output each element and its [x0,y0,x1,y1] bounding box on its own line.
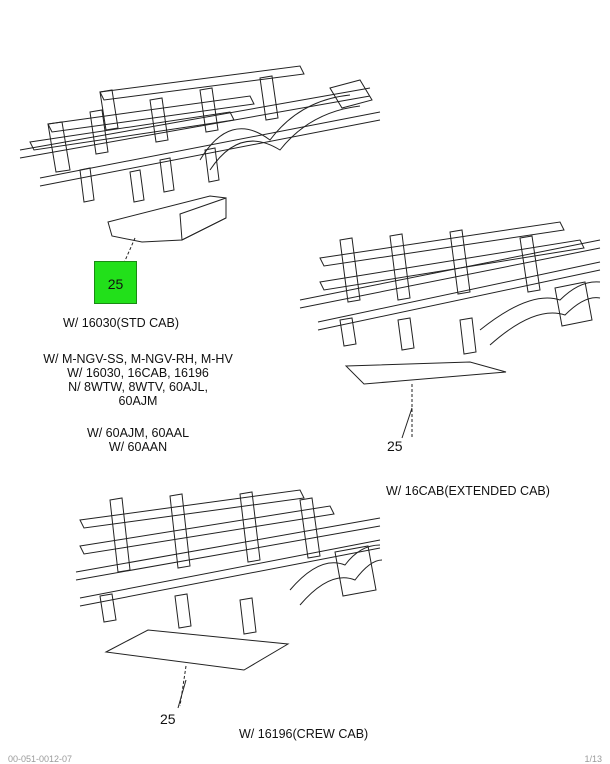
leader-line-crew [177,679,187,709]
note-line: N/ 8WTW, 8WTV, 60AJL, [68,380,208,394]
note-line: W/ 60AJM, 60AAL [86,426,190,440]
callout-std-cab[interactable]: 25 [94,261,137,304]
footer-left: 00-051-0012-07 [8,754,73,764]
callout-crew-cab[interactable]: 25 [160,711,176,727]
label-crew-cab: W/ 16196(CREW CAB) [239,727,369,741]
note-line: W/ 16030, 16CAB, 16196 [67,366,209,380]
label-std-cab: W/ 16030(STD CAB) [63,316,180,330]
extended-cab-frame [299,221,601,355]
note-line: W/ 60AAN [108,440,168,454]
footer-right: 1/13 [584,754,602,764]
std-cab-frame [19,65,381,203]
note-line: 60AJM [118,394,158,408]
crew-cab-frame [75,489,383,635]
leader-line-extended [401,407,413,439]
label-extended-cab: W/ 16CAB(EXTENDED CAB) [386,484,550,498]
note-line: W/ M-NGV-SS, M-NGV-RH, M-HV [43,352,233,366]
callout-extended-cab[interactable]: 25 [387,438,403,454]
notes-block: W/ M-NGV-SS, M-NGV-RH, M-HV W/ 16030, 16… [28,352,248,408]
extended-cab-plate [344,361,507,438]
crew-cab-plate [104,629,290,707]
notes-block-2: W/ 60AJM, 60AAL W/ 60AAN [28,426,248,454]
callout-std-cab-number: 25 [107,276,124,292]
